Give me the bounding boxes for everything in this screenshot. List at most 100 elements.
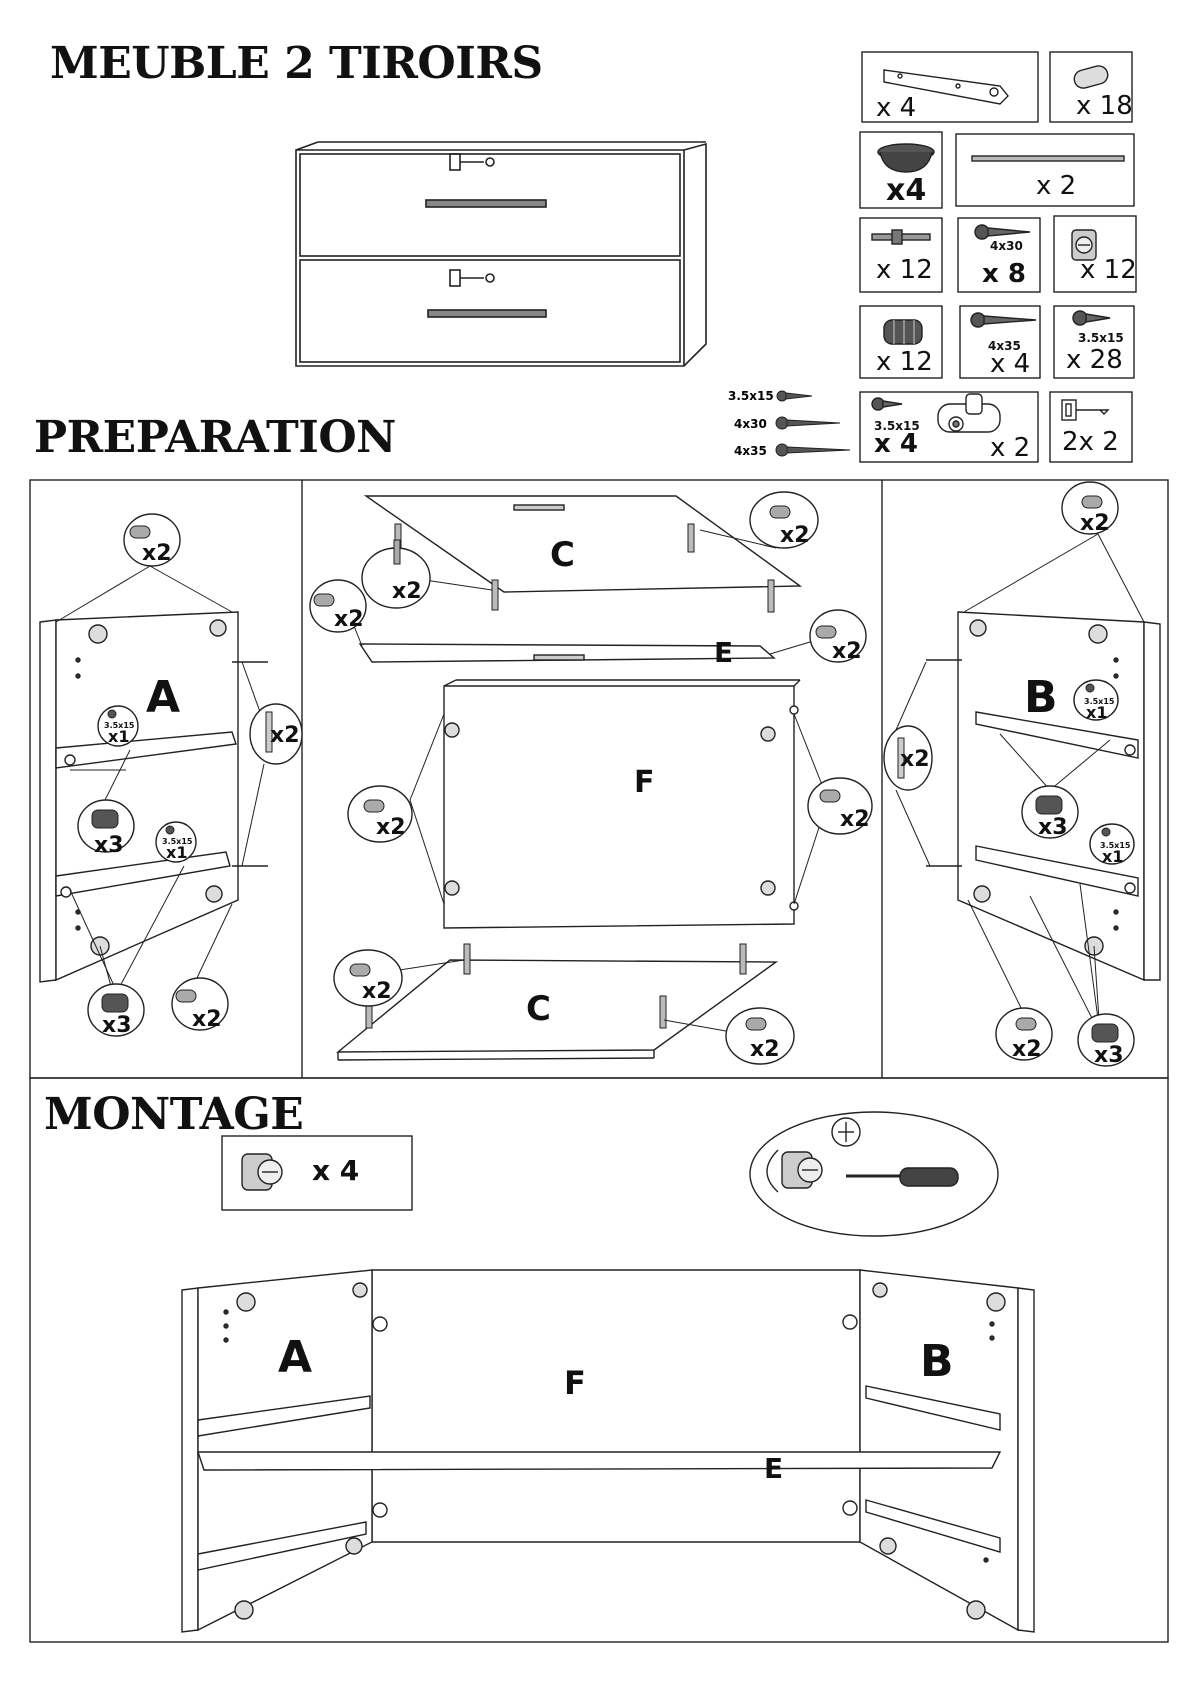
panel-f-assembled [371,1269,861,1543]
callout-qty: x2 [900,747,930,772]
rotate-arrow-icon [766,1149,779,1193]
callout-qty: x3 [1094,1043,1124,1068]
callout-screw-b-1 [1073,679,1119,721]
insert-icon [91,809,119,829]
panel-label-f: F [634,765,655,800]
cam-count-box [221,1135,413,1211]
qty-lock: x 2 [990,433,1030,463]
callout-qty: x3 [102,1013,132,1038]
qty-rod: x 2 [1036,171,1076,201]
size-screw-4x30: 4x30 [990,239,1023,253]
size-screw-3-5x15: 3.5x15 [1078,331,1124,345]
panel-label-c-bottom: C [526,989,551,1029]
insert-icon [883,319,923,345]
callout-qty: x2 [270,723,300,748]
panel-label-f-assembled: F [564,1364,586,1402]
qty-foot: x4 [886,173,926,208]
dowel-icon [767,579,775,613]
callout-dowel-c-top-right [749,491,819,549]
qty-screw-3-5x15: x 28 [1066,345,1123,375]
size-screw-4x35: 4x35 [988,339,1021,353]
tightening-instruction [749,1111,999,1237]
medium-screw-icon [775,416,841,430]
dowel-icon [129,525,151,539]
panel-c-bottom-prep [336,959,779,1061]
insert-icon [1091,1023,1119,1043]
long-screw-icon [775,443,851,457]
screw-4x30-icon [974,224,1031,240]
callout-qty: x1 [166,843,187,862]
callout-qty: x2 [376,815,406,840]
cam-bolt-icon [871,229,931,245]
dowel-icon [745,1017,767,1031]
callout-qty: x3 [1038,815,1068,840]
dowel-icon [175,989,197,1003]
callout-dowel-f-left [347,785,413,843]
callout-size: 3.5x15 [1100,841,1131,850]
panel-label-c-top: C [550,535,575,575]
section-title-montage: MONTAGE [44,1089,304,1140]
screw-3-5x15-icon [1072,310,1111,326]
dowel-icon [739,943,747,975]
callout-dowel-e-left [309,579,367,633]
dowel-icon [1081,495,1103,509]
callout-qty: x2 [142,541,172,566]
screw-icon [107,709,117,719]
callout-size: 3.5x15 [104,721,135,730]
callout-size: 3.5x15 [162,837,193,846]
dowel-icon [313,593,335,607]
qty-lock-screw: x 4 [874,429,918,459]
panel-label-a-assembled: A [278,1332,312,1383]
cam-lock-icon [781,1151,823,1189]
screw-legend: 3.5x15 4x30 4x35 [728,389,851,458]
callout-size: 3.5x15 [1084,697,1115,706]
dowel-icon [363,799,385,813]
panel-label-e: E [714,636,733,669]
rod-icon [971,155,1125,162]
insert-icon [101,993,129,1013]
callout-qty: x2 [780,523,810,548]
callout-dowel-c-bottom-left [333,949,403,1007]
legend-size-4x30: 4x30 [734,417,767,431]
callout-cam-bolt-b [883,725,933,791]
qty-screw-4x30: x 8 [982,259,1026,289]
panel-a-assembled [197,1269,373,1632]
dowel-icon [1015,1017,1037,1031]
callout-qty: x2 [362,979,392,1004]
foot-icon [877,143,935,173]
qty-screw-4x35: x 4 [990,349,1030,379]
lock-icon [449,153,495,171]
screw-icon [165,825,175,835]
panel-label-e-assembled: E [764,1452,783,1485]
callout-qty: x2 [1080,511,1110,536]
qty-slide-rail: x 4 [876,93,916,123]
dowel-icon [491,579,499,611]
callout-qty: x2 [832,639,862,664]
part-box-rod [955,133,1135,207]
callout-dowel-b-bottom [995,1007,1053,1061]
dowel-icon [349,963,371,977]
qty-cam-lock: x 12 [1080,255,1137,285]
panel-a-prep [39,611,268,983]
legend-size-4x35: 4x35 [734,444,767,458]
dowel-icon [815,625,837,639]
section-title-preparation: PREPARATION [34,412,396,463]
callout-qty: x2 [392,579,422,604]
dowel-icon [1073,65,1109,89]
dowel-icon [659,995,667,1029]
cam-lock-icon [1071,229,1097,261]
panel-c-top-prep [363,495,803,593]
panel-label-b-assembled: B [920,1336,954,1387]
callout-dowel-c-bottom-right [725,1007,795,1065]
qty-dowel: x 18 [1076,91,1133,121]
panel-e-prep [358,643,776,663]
callout-qty: x2 [750,1037,780,1062]
cam-count: x 4 [312,1154,359,1187]
callout-qty: x1 [108,727,129,746]
callout-qty: x1 [1102,847,1123,866]
screw-icon [1101,827,1111,837]
drawer-lock-icon [937,393,1001,433]
dresser-illustration [295,141,707,367]
callout-qty: x2 [192,1007,222,1032]
